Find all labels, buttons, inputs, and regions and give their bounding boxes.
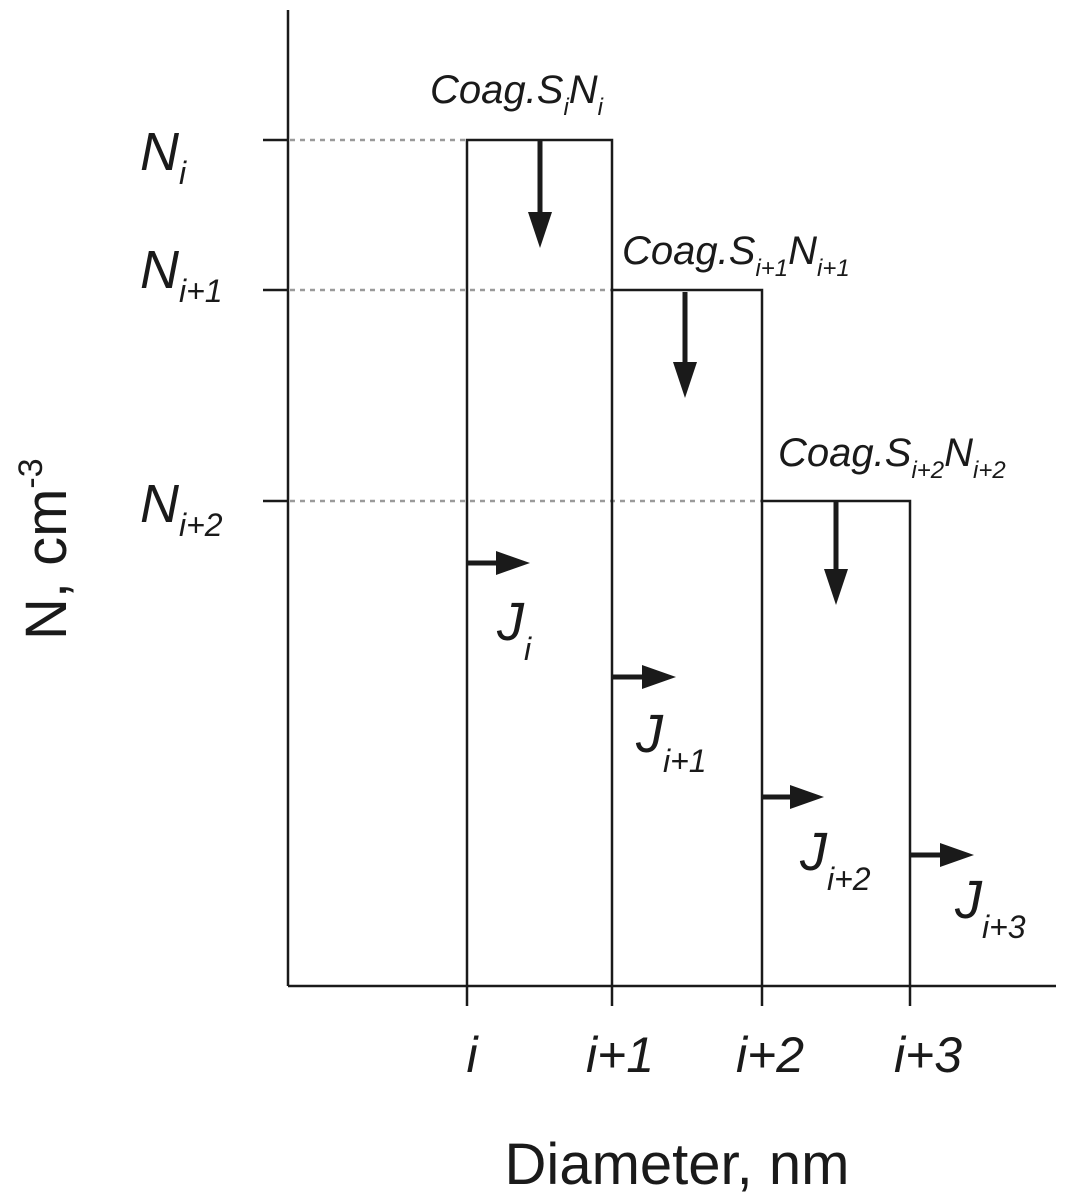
x-tick-label-i1: i+1 xyxy=(586,1027,654,1083)
coag-arrow-i1 xyxy=(673,292,697,398)
flux-arrow-i2 xyxy=(762,785,824,809)
y-label-ni1: Ni+1 xyxy=(140,240,223,309)
coag-arrow-i xyxy=(528,140,552,248)
y-label-ni: Ni xyxy=(140,122,187,191)
flux-arrow-i1 xyxy=(612,665,676,689)
flux-arrow-i3 xyxy=(910,843,974,867)
flux-label-i: Ji xyxy=(496,592,532,667)
coag-label-i2: Coag.Si+2Ni+2 xyxy=(778,431,1006,484)
x-tick-label-i3: i+3 xyxy=(894,1027,962,1083)
y-label-ni2: Ni+2 xyxy=(140,474,223,543)
coag-arrow-i2 xyxy=(824,501,848,605)
y-axis-title: N, cm-3 xyxy=(12,458,79,640)
x-tick-label-i: i xyxy=(466,1027,479,1083)
x-axis-title: Diameter, nm xyxy=(505,1132,850,1197)
coag-label-i: Coag.SiNi xyxy=(430,68,604,121)
flux-label-i3: Ji+3 xyxy=(954,870,1026,945)
flux-label-i2: Ji+2 xyxy=(799,822,871,897)
bin-i2 xyxy=(762,499,912,986)
bin-i1 xyxy=(612,288,764,986)
x-tick-label-i2: i+2 xyxy=(736,1027,804,1083)
coag-label-i1: Coag.Si+1Ni+1 xyxy=(622,229,850,282)
flux-arrow-i xyxy=(467,551,530,575)
flux-label-i1: Ji+1 xyxy=(635,704,707,779)
